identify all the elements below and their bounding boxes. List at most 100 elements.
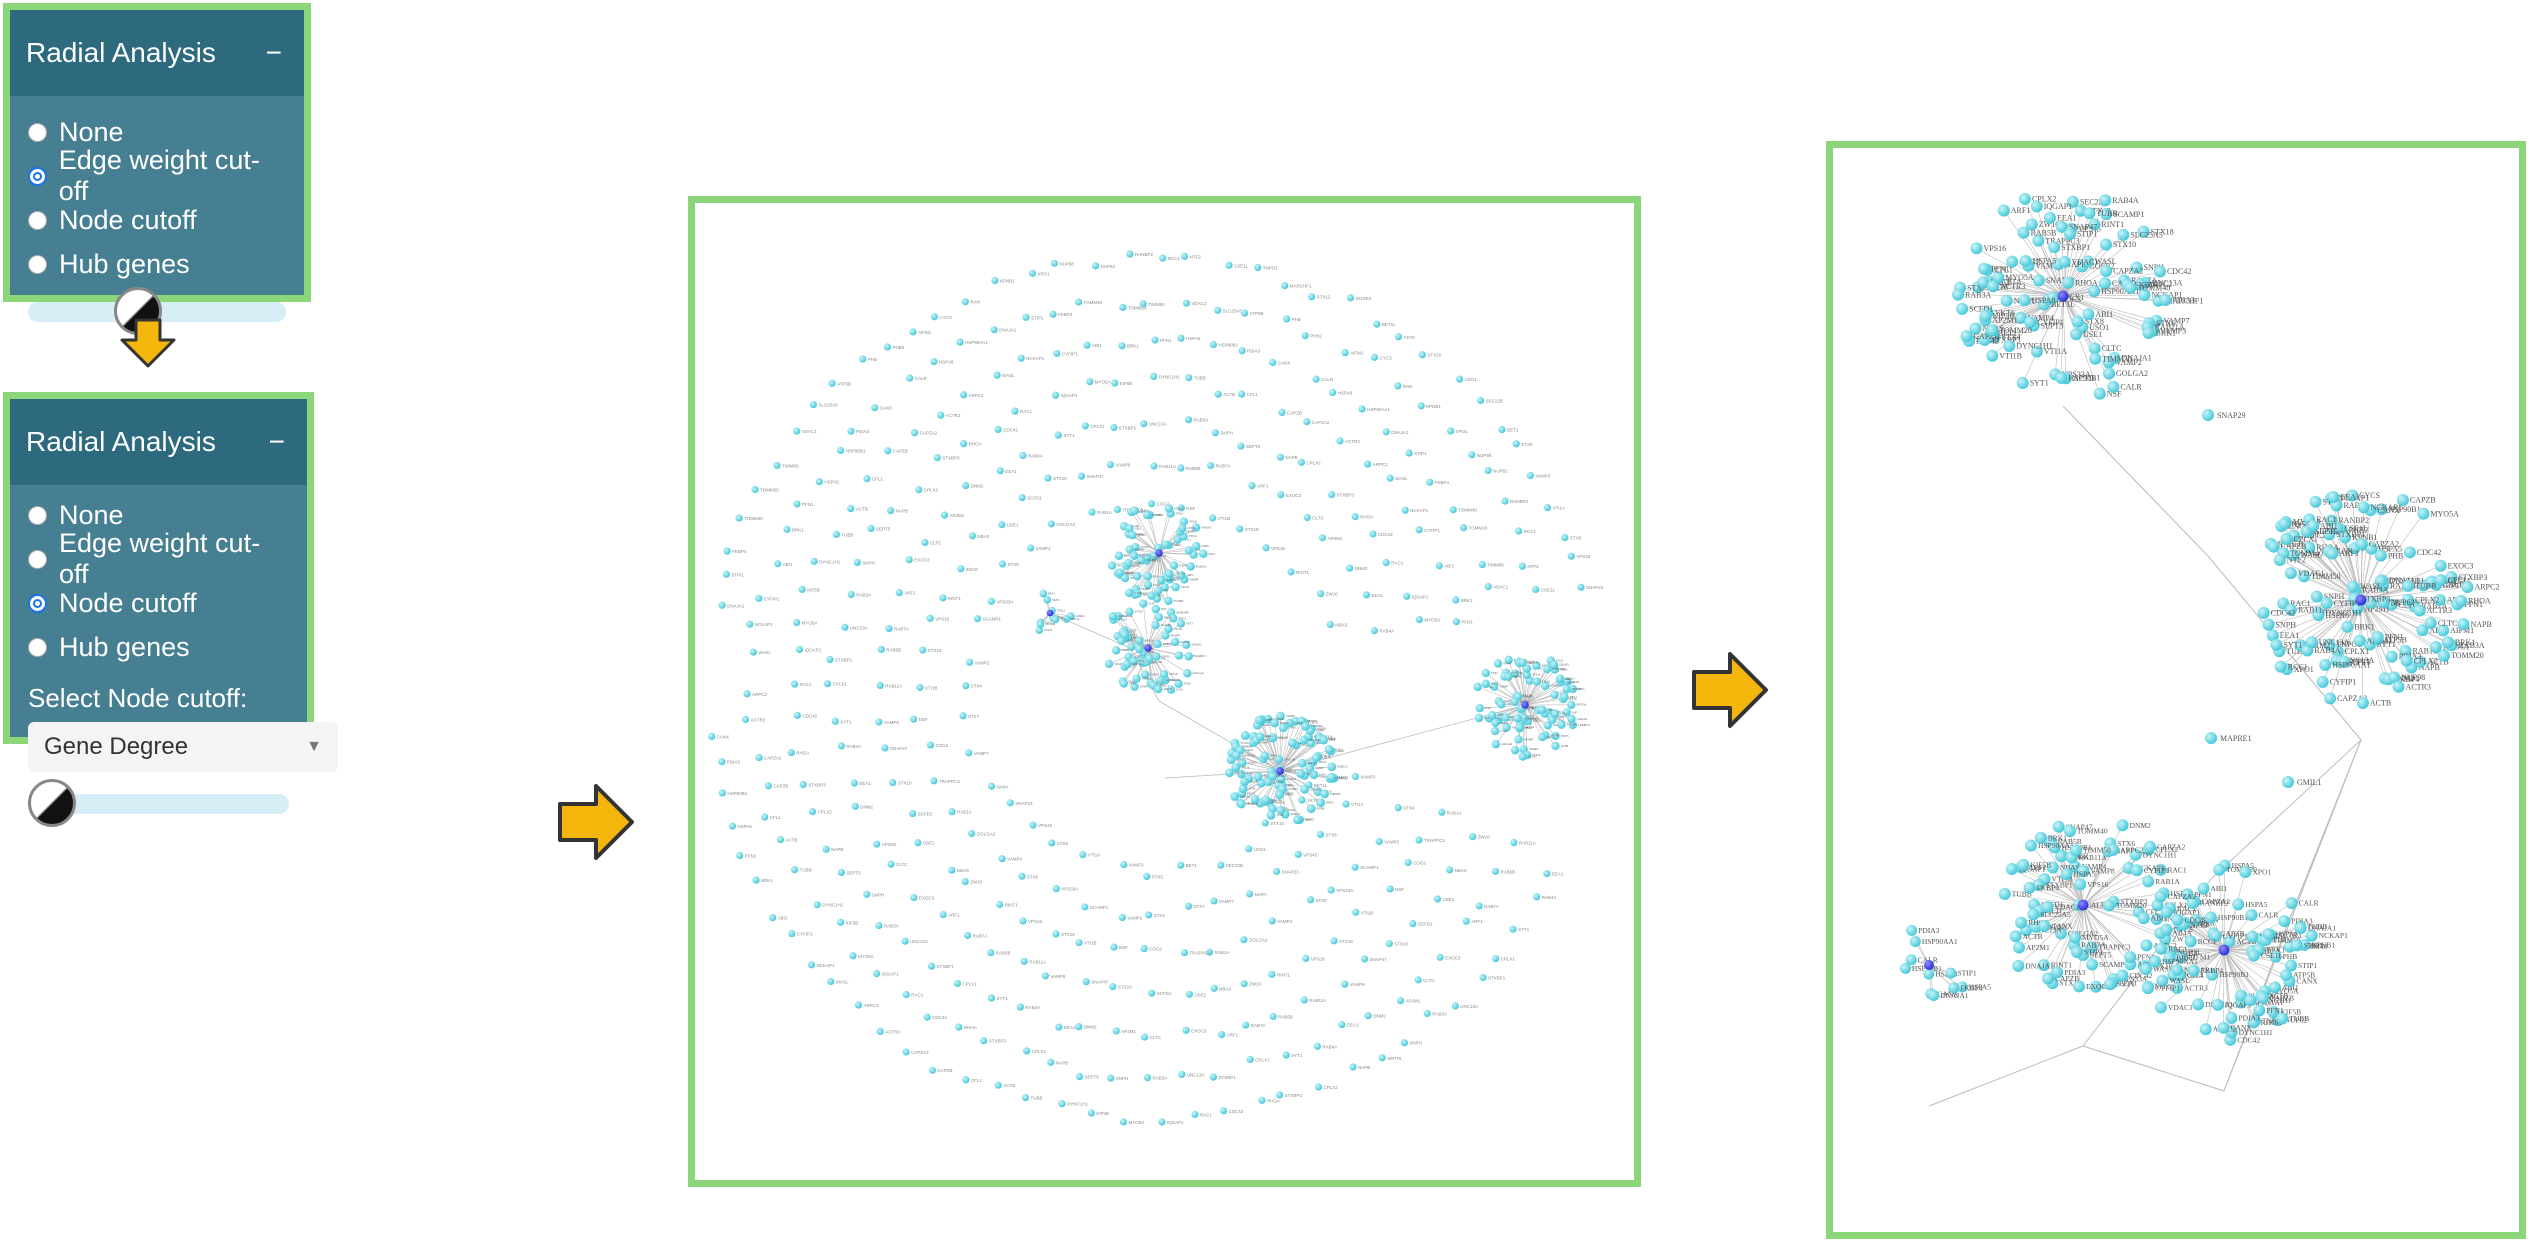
gene-node[interactable] [1017, 354, 1025, 362]
gene-node[interactable] [1165, 569, 1174, 578]
gene-node[interactable] [1156, 675, 1165, 685]
gene-node[interactable] [1129, 656, 1138, 666]
gene-node[interactable] [1297, 458, 1306, 466]
gene-node[interactable] [2305, 929, 2318, 942]
gene-node[interactable] [1185, 990, 1194, 998]
gene-node[interactable] [2155, 942, 2168, 955]
gene-node[interactable] [2403, 546, 2416, 559]
gene-node[interactable] [2014, 312, 2027, 325]
gene-node[interactable] [815, 478, 823, 486]
gene-node[interactable] [2247, 1016, 2260, 1029]
gene-node[interactable] [749, 648, 757, 656]
gene-node[interactable] [1145, 911, 1153, 919]
gene-node[interactable] [1019, 451, 1027, 460]
gene-node[interactable] [1150, 372, 1158, 381]
gene-node[interactable] [2323, 638, 2336, 651]
gene-node[interactable] [962, 481, 970, 490]
gene-node[interactable] [1238, 347, 1246, 355]
gene-node[interactable] [1253, 772, 1263, 782]
gene-node[interactable] [906, 374, 914, 382]
gene-node[interactable] [910, 893, 918, 902]
gene-node[interactable] [1267, 804, 1277, 813]
gene-node[interactable] [2071, 315, 2084, 328]
hub-node[interactable] [1521, 701, 1529, 709]
gene-node[interactable] [1997, 204, 2010, 217]
gene-node[interactable] [2186, 897, 2199, 910]
gene-node[interactable] [1125, 524, 1134, 533]
gene-node[interactable] [1577, 583, 1585, 591]
gene-node[interactable] [1237, 442, 1245, 450]
gene-node[interactable] [1320, 789, 1329, 799]
gene-node[interactable] [2048, 841, 2061, 854]
gene-node[interactable] [837, 446, 845, 455]
gene-node[interactable] [2374, 574, 2387, 587]
gene-node[interactable] [1126, 250, 1134, 258]
gene-node[interactable] [2310, 590, 2323, 603]
gene-node[interactable] [2130, 261, 2143, 274]
gene-node[interactable] [1301, 332, 1309, 340]
gene-node[interactable] [2246, 930, 2259, 943]
gene-node[interactable] [1476, 396, 1485, 404]
gene-node[interactable] [1328, 491, 1336, 499]
gene-node[interactable] [1490, 726, 1500, 736]
gene-node[interactable] [2046, 861, 2059, 874]
gene-node[interactable] [1047, 520, 1055, 528]
gene-node[interactable] [2124, 281, 2137, 294]
gene-node[interactable] [2171, 913, 2184, 926]
gene-node[interactable] [1370, 353, 1379, 361]
gene-node[interactable] [1207, 461, 1215, 470]
gene-node[interactable] [973, 615, 982, 623]
gene-node[interactable] [2134, 278, 2147, 291]
gene-node[interactable] [1154, 586, 1163, 595]
gene-node[interactable] [2417, 507, 2430, 520]
gene-node[interactable] [1952, 288, 1965, 301]
gene-node[interactable] [1019, 917, 1027, 925]
gene-node[interactable] [1475, 703, 1484, 713]
gene-node[interactable] [1182, 1026, 1190, 1034]
gene-node[interactable] [1106, 460, 1115, 469]
gene-node[interactable] [1276, 1091, 1284, 1099]
gene-node[interactable] [828, 379, 836, 387]
gene-node[interactable] [1055, 1023, 1063, 1031]
option-hub-genes[interactable]: Hub genes [28, 625, 289, 669]
gene-node[interactable] [1316, 798, 1326, 808]
gene-node[interactable] [1058, 1100, 1066, 1108]
gene-node[interactable] [1250, 794, 1260, 804]
gene-node[interactable] [718, 789, 726, 797]
radio-node-cutoff[interactable] [28, 210, 47, 230]
gene-node[interactable] [718, 601, 726, 609]
gene-node[interactable] [1960, 330, 1973, 343]
gene-node[interactable] [1268, 771, 1278, 781]
gene-node[interactable] [1518, 658, 1527, 667]
gene-node[interactable] [2154, 1001, 2167, 1014]
gene-node[interactable] [1119, 679, 1128, 688]
gene-node[interactable] [764, 782, 772, 790]
gene-node[interactable] [1364, 1012, 1372, 1020]
gene-node[interactable] [1481, 668, 1491, 678]
gene-node[interactable] [1075, 938, 1083, 947]
gene-node[interactable] [915, 486, 923, 494]
gene-node[interactable] [1418, 351, 1426, 359]
gene-node[interactable] [961, 877, 969, 886]
hub-node[interactable] [1046, 609, 1054, 617]
gene-node[interactable] [2309, 495, 2322, 508]
gene-node[interactable] [1052, 885, 1060, 893]
gene-node[interactable] [755, 594, 763, 602]
gene-node[interactable] [1152, 652, 1161, 661]
gene-node[interactable] [1053, 349, 1061, 358]
gene-node[interactable] [2130, 864, 2143, 877]
gene-node[interactable] [2063, 825, 2076, 838]
gene-node[interactable] [1330, 937, 1338, 945]
gene-node[interactable] [875, 718, 883, 726]
gene-node[interactable] [1272, 867, 1281, 875]
gene-node[interactable] [1501, 713, 1511, 722]
gene-node[interactable] [1515, 722, 1525, 732]
gene-node[interactable] [1375, 837, 1383, 846]
gene-node[interactable] [2116, 819, 2129, 832]
gene-node[interactable] [2346, 489, 2359, 502]
gene-node[interactable] [1191, 523, 1201, 532]
gene-node[interactable] [1062, 615, 1071, 623]
gene-node[interactable] [2069, 844, 2082, 857]
collapse-icon[interactable]: − [265, 37, 282, 68]
gene-node[interactable] [1446, 866, 1454, 874]
